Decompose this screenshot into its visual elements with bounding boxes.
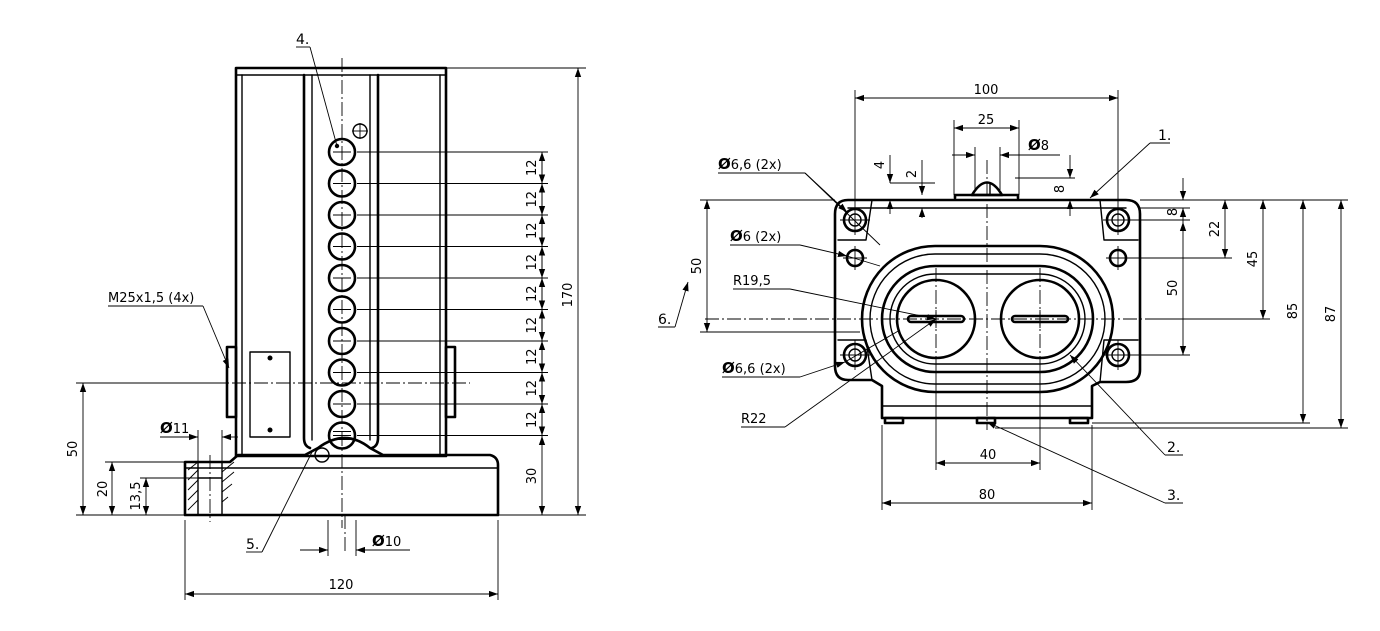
hole-6-right: [1106, 246, 1130, 270]
d66b-leader: [799, 361, 846, 378]
dim13-label: 13,5: [129, 482, 144, 511]
leader4-line: [309, 46, 338, 147]
foot-centre: [975, 416, 997, 425]
top-knob: [970, 181, 1004, 197]
d8-symbol: Ø8: [1028, 136, 1049, 154]
dim12-label: 12: [525, 348, 540, 365]
leader1-line: [1089, 142, 1151, 199]
left-plate-screw-bottom: [267, 427, 273, 433]
d11-symbol: Ø11: [160, 419, 189, 437]
thread-label: M25x1,5 (4x): [108, 291, 194, 306]
dim4-label: 4: [873, 161, 888, 169]
left-pushbutton-stack: [327, 137, 357, 450]
dim12-label: 12: [525, 159, 540, 176]
leader5-line: [261, 451, 313, 553]
leader4-dot: [334, 143, 340, 149]
left-label-plate: [249, 351, 291, 438]
boss-br: [1099, 339, 1139, 383]
dim87-label: 87: [1324, 306, 1339, 323]
left-plate-screw-top: [267, 355, 273, 361]
leader4-label: 4.: [296, 32, 309, 48]
dim12-label: 12: [525, 222, 540, 239]
pushbutton-circle: [327, 263, 357, 293]
pushbutton-circle: [327, 326, 357, 356]
dim80-label: 80: [979, 488, 996, 503]
dim25-label: 25: [978, 113, 995, 128]
dim120-label: 120: [329, 578, 354, 593]
pushbutton-circle: [327, 358, 357, 387]
r22-label: R22: [741, 412, 767, 427]
left-base-outline: [183, 436, 500, 517]
leader2-label: 2.: [1167, 440, 1180, 456]
leader2-line: [1069, 354, 1166, 456]
dim12-chain: 12 12 12 12 12 12 12 12 12: [357, 151, 548, 436]
d66a-leader-arrow: [804, 172, 848, 213]
left-boss-right: [444, 345, 457, 419]
dim45-label: 45: [1246, 251, 1261, 268]
leader3-line: [986, 421, 1166, 504]
foot-right: [1068, 416, 1090, 425]
leader6-label: 6.: [658, 312, 671, 328]
d66a-label: Ø6,6 (2x): [718, 155, 782, 173]
dim12-label: 12: [525, 380, 540, 397]
left-small-hole-bottom: [314, 447, 330, 463]
r195-leader: [789, 288, 937, 321]
dim12-label: 12: [525, 317, 540, 334]
dim50r-label: 50: [1166, 280, 1181, 297]
pushbutton-circle: [327, 232, 357, 261]
leader3-label: 3.: [1167, 488, 1180, 504]
d66b-label: Ø6,6 (2x): [722, 359, 786, 377]
pushbutton-circle: [327, 200, 357, 230]
foot-left: [883, 416, 905, 425]
d10-symbol: Ø10: [372, 532, 401, 550]
dim50l-label: 50: [690, 258, 705, 275]
hole-6-6-bottom-left: [840, 340, 870, 370]
dim100-label: 100: [974, 83, 999, 98]
pushbutton-circle: [327, 389, 357, 419]
dim8b-label: 8: [1166, 208, 1181, 216]
hole-6-6-bottom-right: [1103, 340, 1133, 370]
left-view: 170 12 12 12 12 12 12 12 12 12 30 120 50 20 13,5…: [66, 32, 586, 600]
dim40-label: 40: [980, 448, 997, 463]
leader6-line: [674, 281, 689, 328]
dim12-label: 12: [525, 411, 540, 428]
left-housing-outline: [234, 66, 448, 458]
right-view: 100 25 Ø8 4 2 8 8 22: [658, 83, 1348, 510]
pushbutton-circle: [327, 169, 357, 198]
hole-6-6-top-right: [1103, 205, 1133, 235]
boss-tr: [1099, 199, 1139, 241]
left-channel: [302, 73, 380, 450]
d6-leader: [799, 244, 848, 258]
thread-leader: [202, 305, 230, 369]
r22-leader: [784, 318, 937, 428]
dim30-label: 30: [525, 468, 540, 485]
left-base-hatch: [187, 461, 235, 511]
dim170-label: 170: [561, 283, 576, 308]
dim85-label: 85: [1286, 303, 1301, 320]
leader5-label: 5.: [246, 537, 259, 553]
left-small-hole-top: [352, 123, 368, 139]
pushbutton-circle: [327, 295, 357, 324]
pushbutton-circle: [327, 137, 357, 167]
dim12-label: 12: [525, 285, 540, 302]
d66b-leader-ext: [844, 329, 901, 363]
boss-tl: [837, 199, 873, 241]
pushbutton-circle: [327, 421, 357, 450]
dim12-label: 12: [525, 191, 540, 208]
front-body-outline: [833, 198, 1142, 420]
r195-label: R19,5: [733, 274, 771, 289]
dim20-label: 20: [96, 481, 111, 498]
dim2-label: 2: [905, 170, 920, 178]
dim50-left-label: 50: [66, 441, 81, 458]
leader1-label: 1.: [1158, 128, 1171, 144]
d6-leader-ext: [846, 255, 881, 267]
dim8a-label: 8: [1053, 185, 1068, 193]
dim22-label: 22: [1208, 221, 1223, 238]
left-boss-left: [225, 345, 238, 419]
dim12-label: 12: [525, 254, 540, 271]
hole-6-6-top-left: [840, 205, 870, 235]
d6-label: Ø6 (2x): [730, 227, 781, 245]
